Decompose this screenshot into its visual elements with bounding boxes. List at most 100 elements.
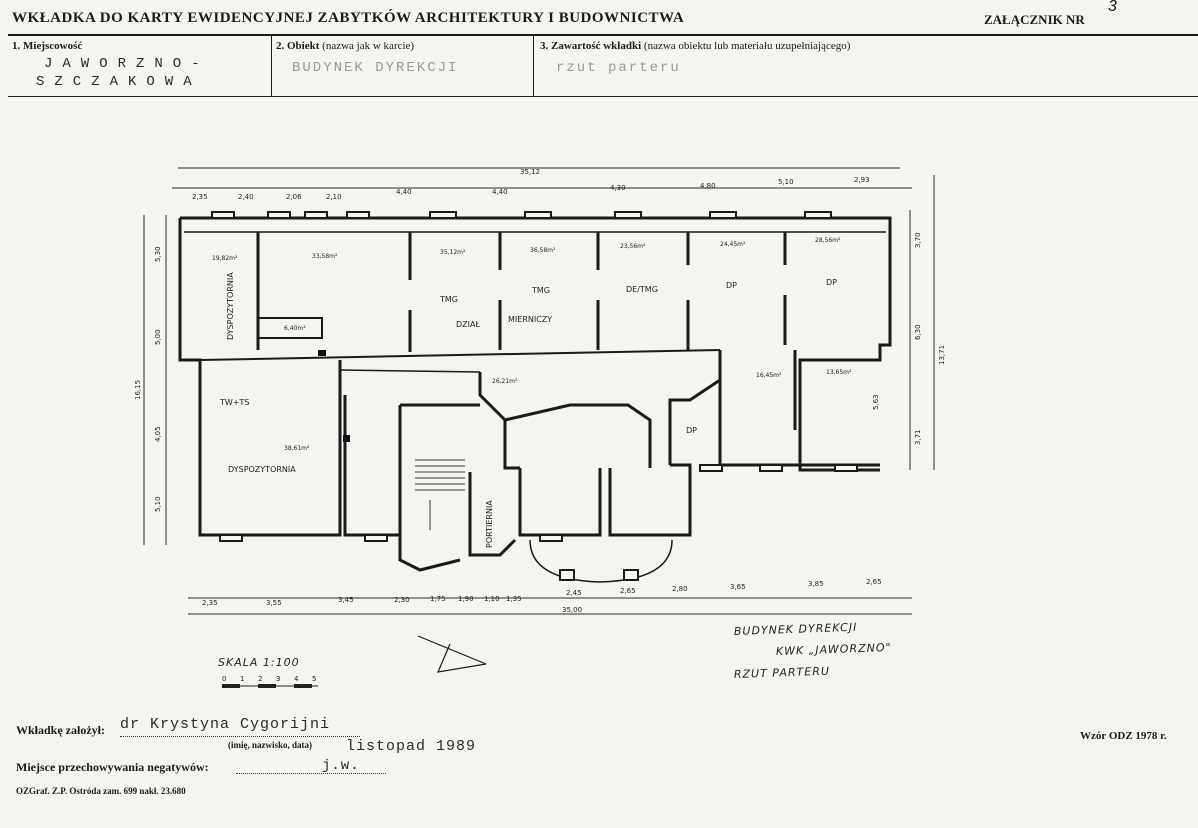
header-rule	[8, 34, 1198, 36]
form-model: Wzór ODZ 1978 r.	[1080, 730, 1167, 742]
place-value-line2: SZCZAKOWA	[36, 74, 202, 90]
area-12: 38,61m²	[284, 445, 310, 452]
dim-right-2: 5,63	[872, 394, 880, 410]
room-label-tw-ts: TW+TS	[219, 398, 249, 407]
dim-bottom-2: 3,45	[338, 596, 354, 604]
dim-bottom-13: 2,65	[866, 578, 882, 586]
plan-caption: BUDYNEK DYREKCJI KWK „JAWORZNO" RZUT PAR…	[734, 621, 892, 681]
dim-bottom-total: 35,00	[562, 606, 582, 614]
dim-bottom-12: 3,85	[808, 580, 824, 588]
north-arrow-icon	[417, 635, 487, 673]
dim-left-total: 16,15	[134, 380, 142, 400]
windows	[211, 211, 858, 581]
dim-bottom-8: 2,45	[566, 589, 582, 597]
dim-top-4: 4,40	[396, 188, 412, 196]
dim-top-6: 4,30	[610, 184, 626, 192]
room-label-de-tmg: DE/TMG	[626, 285, 658, 294]
object-note: (nazwa jak w karcie)	[322, 40, 415, 52]
room-label-dp-3: DP	[686, 426, 697, 435]
dim-left-0: 5,30	[154, 246, 162, 262]
dim-bottom-6: 1,10	[484, 595, 500, 603]
scale-tick-1: 1	[240, 675, 244, 683]
area-1: 19,82m²	[212, 255, 238, 262]
room-label-portiernia: PORTIERNIA	[485, 500, 494, 548]
area-8: 6,40m²	[284, 325, 306, 332]
scale-label: SKALA 1:100	[218, 656, 300, 669]
storage-value: j.w.	[322, 758, 360, 774]
content-label: 3. Zawartość wkładki	[540, 40, 642, 52]
storage-dotted-line	[236, 773, 386, 774]
place-label: 1. Miejscowość	[12, 40, 83, 52]
room-label-tmg-1: TMG	[439, 295, 458, 304]
dim-bottom-11: 3,65	[730, 583, 746, 591]
object-value: BUDYNEK DYREKCJI	[292, 60, 459, 76]
attachment-number: 3	[1108, 0, 1117, 15]
dim-top-9: 2,93	[854, 176, 870, 184]
dim-left-1: 5,00	[154, 329, 162, 345]
fixtures	[318, 350, 350, 442]
dim-top-0: 2,35	[192, 193, 208, 201]
dim-bottom-5: 1,90	[458, 595, 474, 603]
dim-bottom-7: 1,35	[506, 595, 522, 603]
dim-bottom-4: 1,75	[430, 595, 446, 603]
storage-label: Miejsce przechowywania negatywów:	[16, 760, 209, 774]
dim-bottom-10: 2,80	[672, 585, 688, 593]
scale-tick-4: 4	[294, 675, 299, 683]
fields-rule	[8, 96, 1198, 97]
dim-right-total: 13,71	[938, 345, 946, 365]
attachment-label: ZAŁĄCZNIK NR	[984, 12, 1085, 27]
caption-line3: RZUT PARTERU	[734, 665, 830, 681]
content-value: rzut parteru	[556, 60, 681, 76]
dim-top-3: 2,10	[326, 193, 342, 201]
caption-line1: BUDYNEK DYREKCJI	[734, 621, 858, 638]
dim-bottom-0: 2,35	[202, 599, 218, 607]
area-5: 23,56m²	[620, 243, 646, 250]
room-label-dyspozytornia-2: DYSPOZYTORNIA	[228, 465, 296, 474]
content-note: (nazwa obiektu lub materiału uzupełniają…	[643, 40, 851, 52]
scale-tick-3: 3	[276, 675, 280, 683]
document-title: WKŁADKA DO KARTY EWIDENCYJNEJ ZABYTKÓW A…	[12, 10, 685, 26]
place-value-line1: JAWORZNO-	[44, 56, 210, 72]
author-dotted-line	[120, 736, 360, 737]
area-7: 28,56m²	[815, 237, 841, 244]
room-label-mierniczy: MIERNICZY	[508, 315, 552, 324]
room-label-tmg-2: TMG	[531, 286, 550, 295]
dim-top-total: 35,12	[520, 168, 540, 176]
dim-right-3: 3,71	[914, 429, 922, 445]
scale-tick-0: 0	[222, 675, 226, 683]
room-label-dp-1: DP	[726, 281, 737, 290]
area-3: 35,12m²	[440, 249, 466, 256]
date-value: listopad 1989	[346, 738, 477, 755]
dim-left-3: 5,10	[154, 496, 162, 512]
room-label-dyspozytornia-1: DYSPOZYTORNIA	[226, 272, 235, 340]
area-4: 36,58m²	[530, 247, 556, 254]
area-6: 24,45m²	[720, 241, 746, 248]
scale-bar: SKALA 1:100 0 1 2 3 4 5	[218, 656, 318, 688]
dim-bottom-9: 2,65	[620, 587, 636, 595]
dim-top-8: 5,10	[778, 178, 794, 186]
area-9: 16,45m²	[756, 372, 782, 379]
room-label-dzial: DZIAŁ	[456, 320, 480, 329]
caption-line2: KWK „JAWORZNO"	[776, 641, 892, 658]
dim-bottom-1: 3,55	[266, 599, 282, 607]
author-value: dr Krystyna Cygorijni	[120, 716, 331, 733]
dim-top-7: 4,80	[700, 182, 716, 190]
dim-right-1: 6,30	[914, 324, 922, 340]
dim-left-2: 4,05	[154, 426, 162, 442]
field-divider-1	[271, 36, 272, 96]
scale-tick-2: 2	[258, 675, 262, 683]
dim-top-2: 2,06	[286, 193, 302, 201]
printer-info: OZGraf. Z.P. Ostróda zam. 699 nakł. 23.6…	[16, 786, 186, 796]
area-2: 33,58m²	[312, 253, 338, 260]
area-11: 26,21m²	[492, 378, 518, 385]
dim-top-1: 2,40	[238, 193, 254, 201]
walls	[178, 216, 892, 583]
object-label: 2. Obiekt	[276, 40, 320, 52]
dim-bottom-3: 2,30	[394, 596, 410, 604]
author-note: (imię, nazwisko, data)	[228, 740, 312, 750]
room-label-dp-2: DP	[826, 278, 837, 287]
area-10: 13,65m²	[826, 369, 852, 376]
stairs	[415, 459, 465, 530]
dim-top-5: 4,40	[492, 188, 508, 196]
